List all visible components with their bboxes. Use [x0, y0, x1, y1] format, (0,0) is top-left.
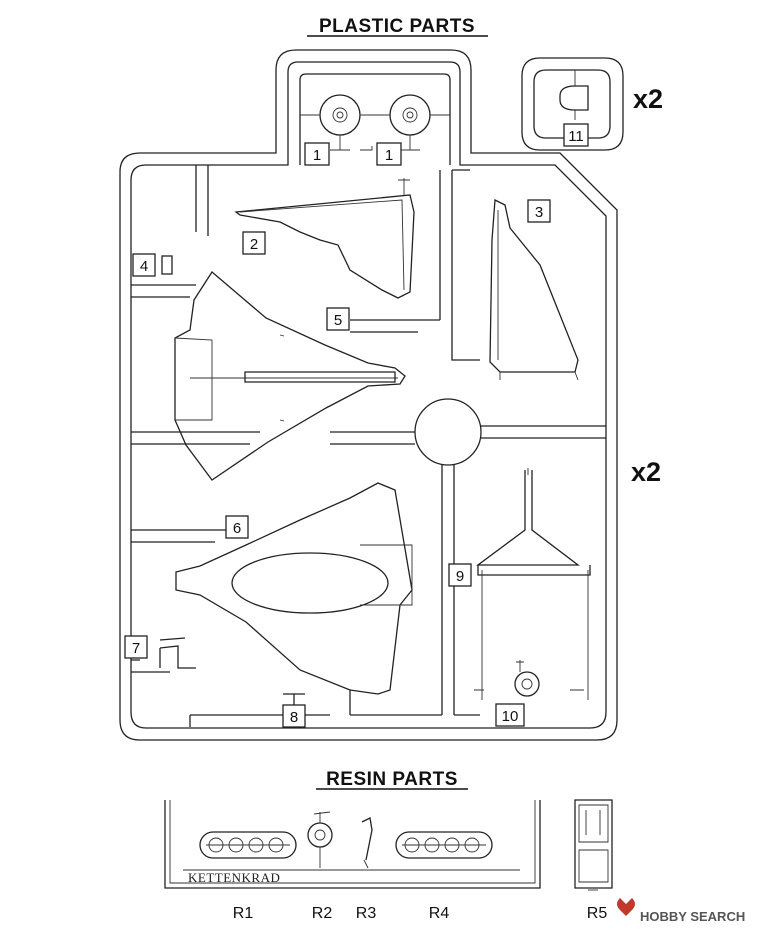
- plastic-parts-heading: PLASTIC PARTS: [319, 16, 475, 37]
- label-box-part-10: [495, 703, 525, 727]
- part-1-wheels: [300, 94, 450, 151]
- label-resin-r1: R1: [233, 905, 254, 922]
- label-part-3: 3: [535, 204, 543, 221]
- label-box-part-1b: [376, 142, 402, 166]
- label-part-9: 9: [456, 568, 464, 585]
- main-sprue-frame: [119, 49, 618, 741]
- small-sprue-multiplier: x2: [633, 84, 663, 114]
- part-3-fin: [489, 198, 579, 381]
- resin-parts-casting: KETTENKRAD: [164, 799, 613, 891]
- resin-base-stamp: KETTENKRAD: [188, 870, 280, 885]
- label-box-part-7: [124, 635, 148, 659]
- r5-part: [574, 799, 613, 889]
- label-part-4: 4: [140, 258, 148, 275]
- label-box-part-6: [225, 515, 249, 539]
- r2-wheel: [307, 822, 333, 848]
- label-box-part-11: [563, 123, 589, 147]
- part-7-item: [159, 637, 196, 669]
- r3-part: [361, 817, 373, 861]
- label-resin-r4: R4: [429, 905, 450, 922]
- watermark: HOBBY SEARCH: [617, 898, 745, 924]
- label-resin-r3: R3: [356, 905, 377, 922]
- label-box-part-4: [132, 253, 156, 277]
- label-part-7: 7: [132, 640, 140, 657]
- watermark-text: HOBBY SEARCH: [640, 909, 745, 924]
- label-part-2: 2: [250, 236, 258, 253]
- label-part-1a: 1: [313, 147, 321, 164]
- r4-track: [395, 831, 493, 859]
- label-box-part-5: [326, 307, 350, 331]
- label-part-11: 11: [568, 128, 584, 145]
- part-4-item: [161, 255, 173, 275]
- label-resin-r5: R5: [587, 905, 608, 922]
- label-box-part-8: [282, 704, 306, 728]
- r1-track: [199, 831, 297, 859]
- label-box-part-2: [242, 231, 266, 255]
- label-box-part-9: [448, 563, 472, 587]
- part-5-airframe-upper: [174, 271, 406, 481]
- label-box-part-3: [527, 199, 551, 223]
- label-box-part-1a: [304, 142, 330, 166]
- main-sprue-multiplier: x2: [631, 457, 661, 487]
- label-part-5: 5: [334, 312, 342, 329]
- watermark-logo-icon: [617, 898, 635, 916]
- label-part-8: 8: [290, 709, 298, 726]
- plastic-part-labels: 1 1 2 3 4 5 6 7 8 9 10 11: [124, 123, 589, 728]
- part-2-wing: [234, 178, 415, 299]
- label-part-10: 10: [502, 708, 519, 725]
- label-part-6: 6: [233, 520, 241, 537]
- label-part-1b: 1: [385, 147, 393, 164]
- part-8-item: [283, 693, 305, 706]
- part-10-wheel: [474, 660, 584, 697]
- part-9-trolley: [476, 468, 591, 700]
- resin-parts-heading: RESIN PARTS: [326, 769, 458, 790]
- small-sprue-frame: [521, 57, 624, 151]
- label-resin-r2: R2: [312, 905, 333, 922]
- part-6-airframe-lower: [175, 482, 413, 695]
